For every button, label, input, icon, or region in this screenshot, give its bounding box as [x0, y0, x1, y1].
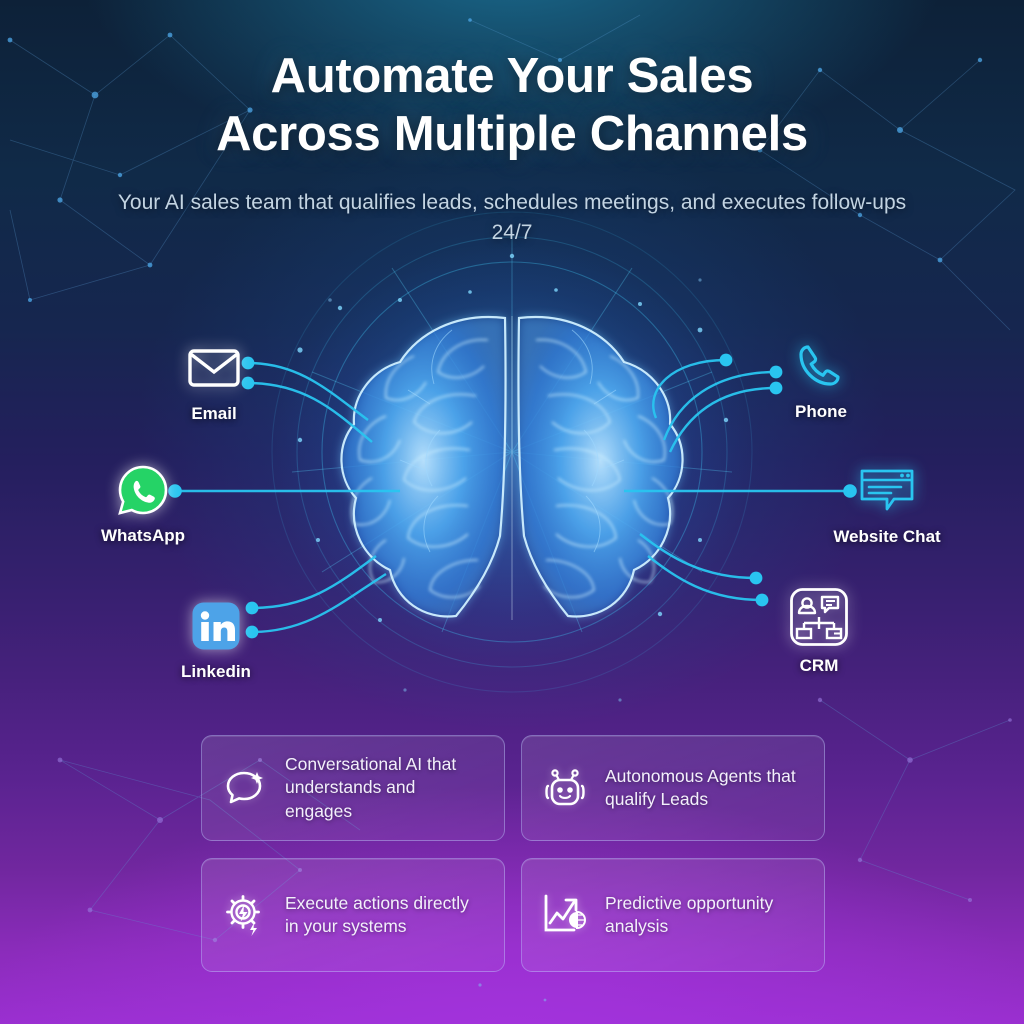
feature-text: Execute actions directly in your systems: [285, 892, 469, 936]
channel-label: CRM: [799, 656, 839, 675]
crm-network-icon: [788, 586, 850, 648]
robot-icon: [542, 765, 588, 811]
linkedin-icon: [188, 598, 244, 654]
channel-label: Linkedin: [181, 662, 251, 681]
channel-website-chat[interactable]: Website Chat: [833, 463, 941, 547]
phone-icon: [793, 338, 849, 394]
channel-phone[interactable]: Phone: [792, 338, 850, 422]
headline-line-2: Across Multiple Channels: [216, 106, 808, 161]
envelope-icon: [186, 340, 242, 396]
gear-bolt-icon: [222, 892, 268, 938]
chat-window-icon: [859, 463, 915, 519]
feature-card-predictive-analysis[interactable]: Predictive opportunity analysis: [521, 858, 825, 972]
channel-label: Phone: [795, 402, 847, 421]
channel-label: Website Chat: [833, 527, 941, 546]
feature-text: Predictive opportunity analysis: [605, 892, 774, 936]
channel-linkedin[interactable]: Linkedin: [181, 598, 251, 682]
channel-crm[interactable]: CRM: [789, 586, 849, 676]
feature-card-execute-actions[interactable]: Execute actions directly in your systems: [201, 858, 505, 972]
chat-sparkle-icon: [222, 765, 268, 811]
page-subtitle: Your AI sales team that qualifies leads,…: [117, 191, 907, 245]
whatsapp-icon: [115, 462, 171, 518]
feature-text: Autonomous Agents that qualify Leads: [605, 765, 796, 809]
channel-whatsapp[interactable]: WhatsApp: [101, 462, 185, 546]
headline-line-1: Automate Your Sales: [270, 49, 754, 103]
feature-card-conversational-ai[interactable]: Conversational AI that understands and e…: [201, 735, 505, 841]
feature-card-autonomous-agents[interactable]: Autonomous Agents that qualify Leads: [521, 735, 825, 841]
feature-text: Conversational AI that understands and e…: [285, 753, 457, 821]
channel-label: Email: [191, 404, 237, 423]
page-title: Automate Your Sales Across Multiple Chan…: [0, 48, 1024, 164]
channel-email[interactable]: Email: [185, 340, 243, 424]
chart-brain-icon: [542, 892, 588, 938]
channel-label: WhatsApp: [100, 526, 186, 545]
